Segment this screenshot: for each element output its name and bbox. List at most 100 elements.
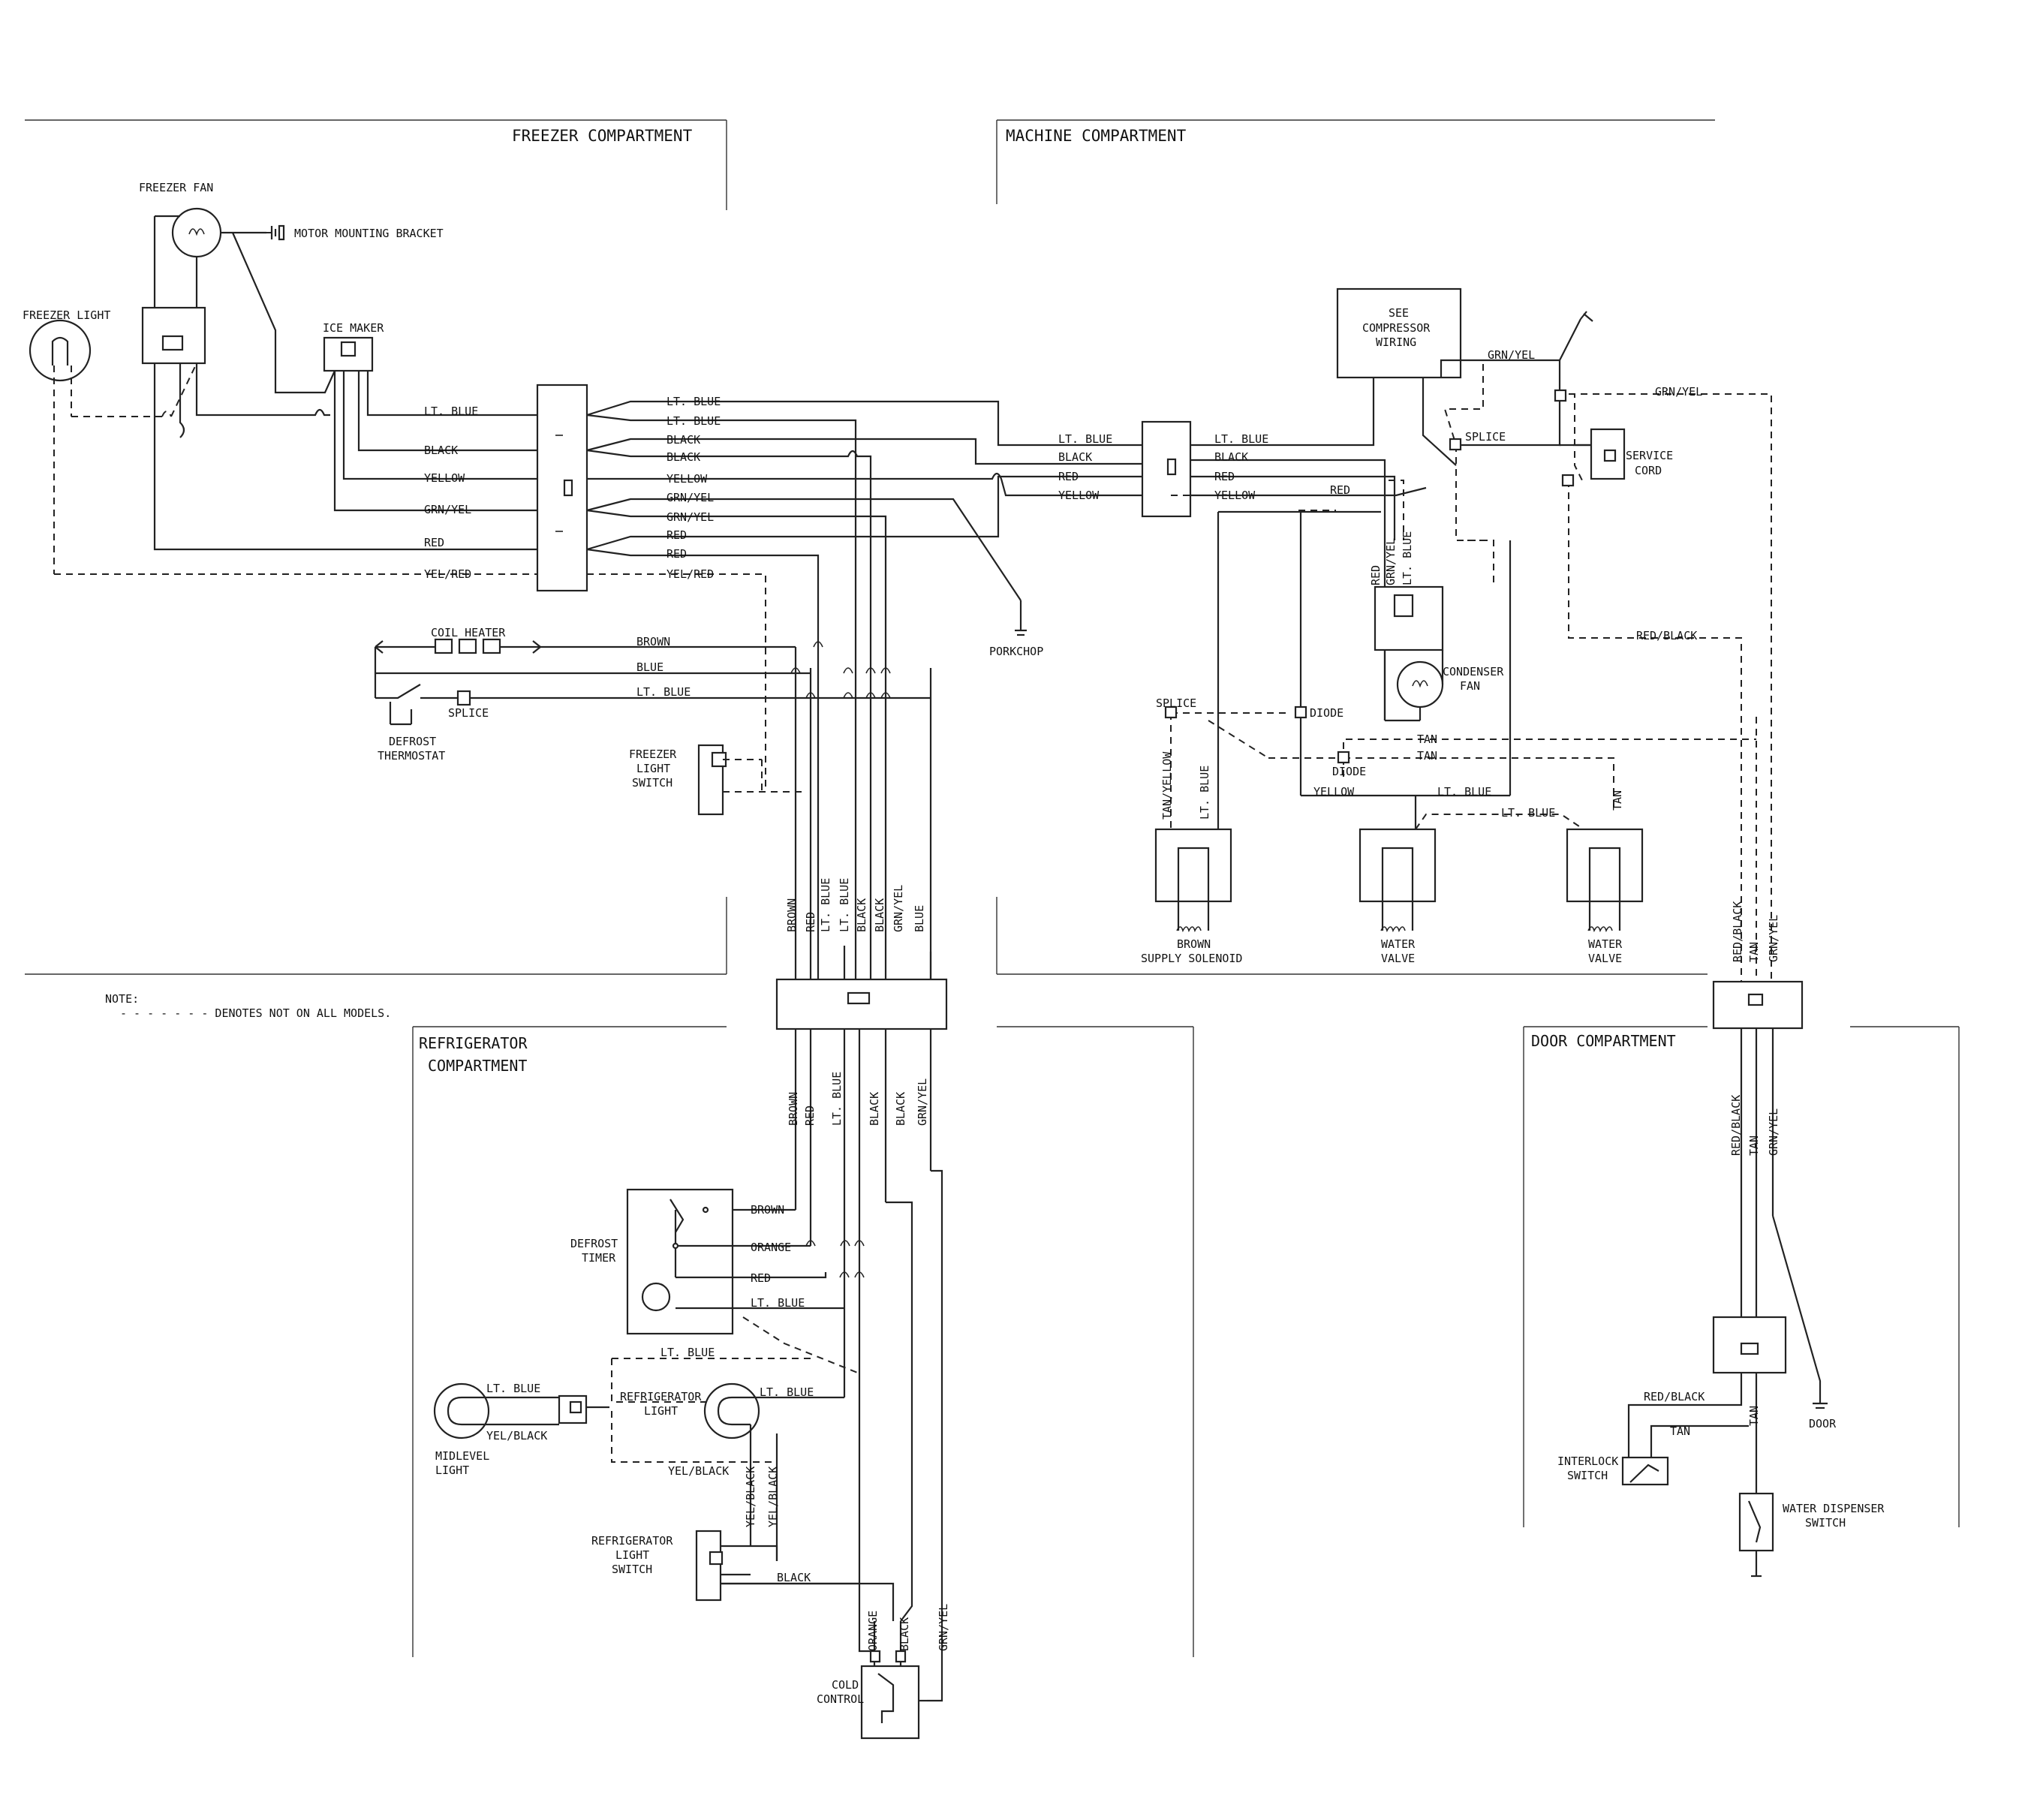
wire-label-yel-black-rv1: YEL/BLACK xyxy=(744,1467,757,1527)
freezer-compartment-title: FREEZER COMPARTMENT xyxy=(512,127,693,145)
label-refrigerator-light-2: LIGHT xyxy=(644,1404,678,1418)
refrigerator-wiring xyxy=(794,1029,943,1702)
wire-label-black-2: BLACK xyxy=(666,433,700,447)
ref-crossover-loops xyxy=(805,1240,865,1278)
label-defrost-thermostat-2: THERMOSTAT xyxy=(378,749,445,763)
wire-label-tan-dv1: TAN xyxy=(1747,942,1761,962)
wire-label-yel-black-r2: YEL/BLACK xyxy=(668,1464,729,1478)
wire-label-lt-blue-3: LT. BLUE xyxy=(666,414,721,428)
wire-label-black-v3: BLACK xyxy=(868,1092,881,1126)
wire-label-grn-yel-v2: GRN/YEL xyxy=(916,1078,929,1126)
wire-label-black-r1: BLACK xyxy=(777,1571,811,1584)
label-midlevel-light-2: LIGHT xyxy=(435,1464,469,1477)
label-water-valve-2b: VALVE xyxy=(1588,952,1622,965)
water-valve-1 xyxy=(1359,828,1437,933)
label-cold-control-2: CONTROL xyxy=(817,1692,864,1706)
wire-label-brown-r1: BROWN xyxy=(751,1203,784,1217)
main-harness xyxy=(586,400,1142,979)
wire-label-grn-yel-dv1: GRN/YEL xyxy=(1767,915,1780,962)
wire-label-black-m1: BLACK xyxy=(1058,450,1092,464)
label-diode-2: DIODE xyxy=(1332,765,1366,778)
label-splice-2: SPLICE xyxy=(1465,430,1506,444)
door-connector xyxy=(1712,980,1804,1030)
label-porkchop: PORKCHOP xyxy=(989,645,1043,658)
door-wiring xyxy=(1621,1028,1828,1578)
label-condenser-fan-1: CONDENSER xyxy=(1443,665,1504,678)
wire-label-brown-v1: BROWN xyxy=(785,898,799,932)
door-compartment-title: DOOR COMPARTMENT xyxy=(1531,1032,1676,1050)
wire-label-red-black-d1: RED/BLACK xyxy=(1644,1390,1705,1403)
wire-label-lt-blue-v3: LT. BLUE xyxy=(830,1072,844,1126)
wire-label-lt-blue-r2: LT. BLUE xyxy=(486,1382,540,1395)
label-water-valve-2a: WATER xyxy=(1588,937,1623,951)
wire-label-black-v1: BLACK xyxy=(855,898,868,932)
label-condenser-fan-2: FAN xyxy=(1460,679,1480,693)
label-service-cord-1: SERVICE xyxy=(1626,449,1673,462)
wire-label-grn-yel-3: GRN/YEL xyxy=(666,510,714,524)
wire-label-grn-yel: GRN/YEL xyxy=(424,503,471,516)
label-door: DOOR xyxy=(1809,1417,1837,1430)
wire-label-black-m2: BLACK xyxy=(1214,450,1248,464)
wire-label-yellow-m1: YELLOW xyxy=(1058,489,1100,502)
label-coil-heater: COIL HEATER xyxy=(431,626,506,639)
wire-label-orange-r1: ORANGE xyxy=(751,1241,791,1254)
freezer-wiring xyxy=(153,232,537,551)
wire-label-red-m1: RED xyxy=(1058,470,1079,483)
wire-label-yellow-m2: YELLOW xyxy=(1214,489,1256,502)
wire-label-lt-blue: LT. BLUE xyxy=(424,405,478,418)
wire-label-lt-blue-mv2: LT. BLUE xyxy=(1198,766,1211,820)
water-valve-2 xyxy=(1566,828,1644,933)
wire-label-lt-blue-v2: LT. BLUE xyxy=(838,878,851,932)
service-cord xyxy=(1590,428,1626,480)
wire-label-red-v1: RED xyxy=(804,912,817,932)
label-freezer-light-switch-1: FREEZER xyxy=(629,748,677,761)
wire-label-grn-yel-mv1: GRN/YEL xyxy=(1384,538,1398,585)
wire-label-yel-red: YEL/RED xyxy=(424,567,471,581)
coil-heater xyxy=(374,638,931,726)
wire-label-red-black-dv2: RED/BLACK xyxy=(1729,1095,1743,1156)
label-refrigerator-light-switch-1: REFRIGERATOR xyxy=(591,1534,673,1548)
defrost-timer xyxy=(626,1188,844,1335)
wire-label-orange-rv1: ORANGE xyxy=(866,1611,880,1651)
wire-label-tan-mv1: TAN xyxy=(1611,790,1624,811)
wire-label-brown: BROWN xyxy=(636,635,670,648)
label-motor-mounting-bracket: MOTOR MOUNTING BRACKET xyxy=(294,227,444,240)
brown-supply-solenoid xyxy=(1154,828,1232,933)
freezer-light-switch xyxy=(697,744,803,816)
wire-label-grn-yel-v1: GRN/YEL xyxy=(892,885,905,932)
refrigerator-connector xyxy=(775,978,948,1030)
wire-label-yel-red-2: YEL/RED xyxy=(666,567,714,581)
label-diode-1: DIODE xyxy=(1310,706,1343,720)
wire-label-lt-blue-r1: LT. BLUE xyxy=(751,1296,805,1310)
label-midlevel-light-1: MIDLEVEL xyxy=(435,1449,489,1463)
wire-label-red-m2: RED xyxy=(1214,470,1235,483)
wire-label-lt-blue-m4: LT. BLUE xyxy=(1501,806,1555,820)
wire-label-lt-blue-m3: LT. BLUE xyxy=(1437,785,1491,799)
wire-label-red-black-m1: RED/BLACK xyxy=(1636,629,1697,642)
wire-label-lt-blue-m1: LT. BLUE xyxy=(1058,432,1112,446)
wire-label-lt-blue-mv1: LT. BLUE xyxy=(1401,531,1414,585)
label-defrost-timer-1: DEFROST xyxy=(570,1237,618,1250)
wire-label-tan-yellow-mv1: TAN/YELLOW xyxy=(1160,751,1174,820)
label-defrost-thermostat-1: DEFROST xyxy=(389,735,436,748)
label-ice-maker: ICE MAKER xyxy=(323,321,384,335)
main-freezer-connector xyxy=(536,384,588,592)
compressor-wiring-box xyxy=(1336,287,1462,379)
label-cold-control-1: COLD xyxy=(832,1678,859,1692)
freezer-fan xyxy=(153,207,277,308)
label-freezer-light: FREEZER LIGHT xyxy=(23,308,110,322)
wire-label-red-mv1: RED xyxy=(1369,565,1383,585)
wire-label-tan-m1: TAN xyxy=(1417,733,1437,746)
machine-dashed-wiring xyxy=(1170,364,1772,982)
label-supply-solenoid-2: SUPPLY SOLENOID xyxy=(1141,952,1242,965)
label-supply-solenoid-1: BROWN xyxy=(1177,937,1211,951)
label-refrigerator-light-switch-2: LIGHT xyxy=(615,1548,649,1562)
label-interlock-switch-2: SWITCH xyxy=(1567,1469,1608,1482)
wire-label-red-black-dv1: RED/BLACK xyxy=(1731,901,1744,962)
wire-label-yellow-2: YELLOW xyxy=(666,472,708,486)
wire-label-black-rv1: BLACK xyxy=(898,1617,911,1651)
label-water-dispenser-switch-1: WATER DISPENSER xyxy=(1783,1502,1885,1515)
label-water-dispenser-switch-2: SWITCH xyxy=(1805,1516,1846,1530)
label-compressor-2: COMPRESSOR xyxy=(1362,321,1431,335)
